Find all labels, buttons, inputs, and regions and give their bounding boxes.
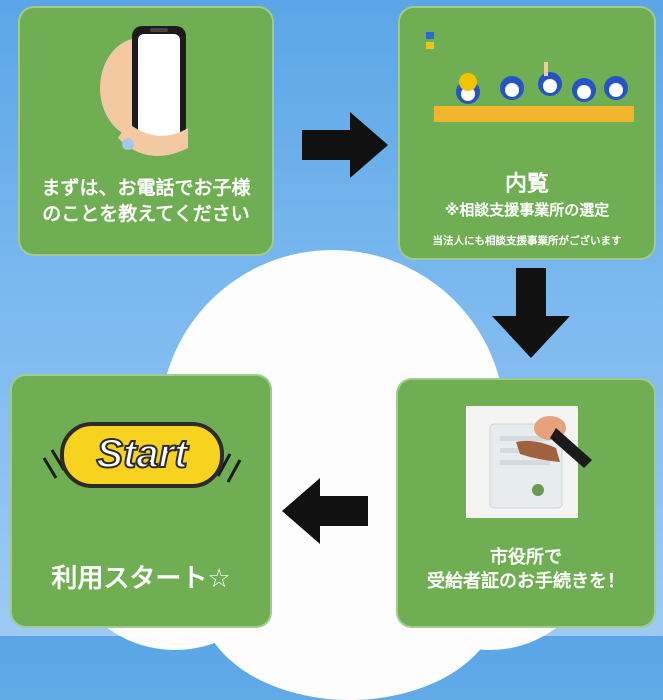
start-logo-icon: Start xyxy=(38,414,248,500)
step2-note: 当法人にも相談支援事業所がございます xyxy=(432,235,622,247)
step-card-call: まずは、お電話でお子様 のことを教えてください xyxy=(18,6,274,256)
phone-in-hand-icon xyxy=(100,26,188,156)
right-arrow-icon xyxy=(302,112,388,178)
step1-line-2: のことを教えてください xyxy=(42,202,250,225)
left-arrow-icon xyxy=(282,478,368,544)
down-arrow-icon xyxy=(492,268,570,358)
step-card-start: Start 利用スタート☆ xyxy=(10,374,272,628)
step1-line-1: まずは、お電話でお子様 xyxy=(41,177,251,199)
start-logo-text: Start xyxy=(95,431,188,477)
step4-label: 利用スタート☆ xyxy=(51,564,231,594)
step3-line-1: 市役所で xyxy=(490,547,562,568)
signing-document-icon xyxy=(489,416,592,509)
step2-title: 内覧 xyxy=(504,172,549,197)
step2-subtitle: ※相談支援事業所の選定 xyxy=(444,201,610,219)
classroom-kids-icon xyxy=(426,32,634,122)
step3-line-2: 受給者証のお手続きを！ xyxy=(427,571,625,593)
step-card-tour: 内覧 ※相談支援事業所の選定 当法人にも相談支援事業所がございます xyxy=(398,6,656,260)
step-card-cityhall: 市役所で 受給者証のお手続きを！ xyxy=(396,378,656,628)
